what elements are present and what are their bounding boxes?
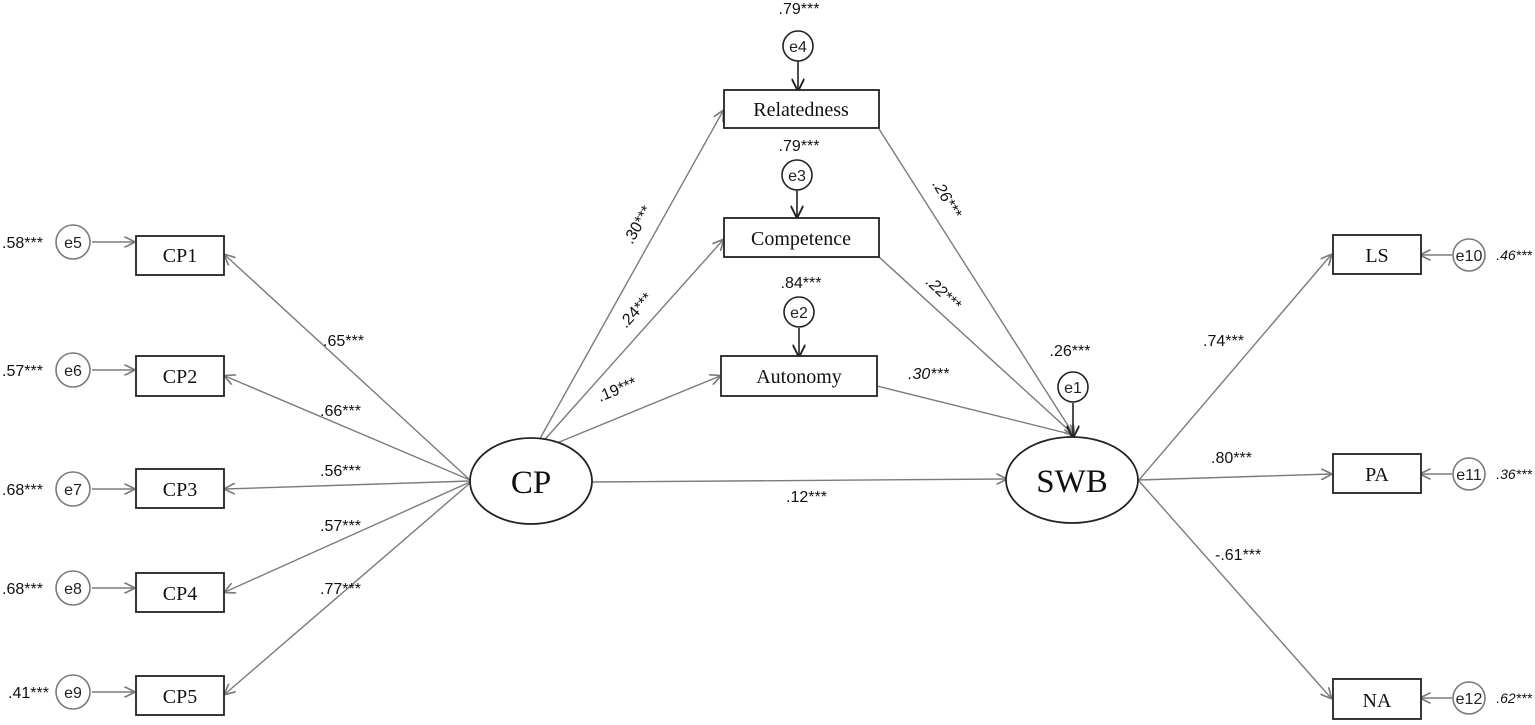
path-cp-relatedness: [527, 111, 723, 461]
pa-box: [1332, 453, 1422, 494]
coef-e3: .79***: [779, 138, 820, 155]
coef-e1: .26***: [1050, 343, 1091, 360]
e11-label: e11: [1456, 467, 1482, 484]
cp4-label: CP4: [163, 583, 197, 605]
coef-e6: .57***: [2, 363, 43, 380]
autonomy-label: Autonomy: [756, 366, 842, 388]
cp3-label: CP3: [163, 479, 197, 501]
coef-e10: .46***: [1496, 247, 1532, 263]
e10-label: e10: [1456, 248, 1483, 265]
coef-cp-competence: .24***: [616, 290, 656, 332]
coef-cp4: .57***: [320, 518, 361, 535]
coef-competence-swb: .22***: [922, 273, 964, 314]
e6-circle: [55, 352, 91, 388]
e11-circle: [1452, 457, 1486, 491]
path-autonomy-swb: [876, 385, 1074, 435]
e4-label: e4: [789, 39, 807, 56]
path-cp-cp5: [225, 482, 471, 694]
e9-circle: [55, 674, 91, 710]
cp2-label: CP2: [163, 366, 197, 388]
cp-label: CP: [511, 465, 551, 501]
path-cp-cp2: [225, 376, 471, 481]
cp2-box: [135, 355, 225, 397]
coef-na: -.61***: [1215, 547, 1261, 564]
e12-circle: [1452, 681, 1486, 715]
e3-circle: [781, 159, 813, 191]
coef-e11: .36***: [1496, 466, 1532, 482]
coef-cp1: .65***: [323, 333, 364, 350]
coef-cp5: .77***: [320, 581, 361, 598]
path-cp-cp3: [225, 480, 471, 489]
ls-label: LS: [1365, 245, 1388, 267]
path-cp-competence: [529, 240, 723, 457]
e2-circle: [783, 296, 815, 328]
competence-box: [723, 217, 880, 258]
path-cp-cp4: [225, 481, 471, 592]
coef-ls: .74***: [1203, 333, 1244, 350]
e4-circle: [782, 30, 814, 62]
path-cp-swb: [591, 479, 1006, 482]
na-box: [1332, 678, 1422, 720]
coef-e5: .58***: [2, 235, 43, 252]
cp5-label: CP5: [163, 686, 197, 708]
e5-circle: [55, 224, 91, 260]
path-swb-pa: [1138, 474, 1331, 481]
e8-label: e8: [64, 581, 82, 598]
path-cp-cp1: [225, 255, 471, 481]
e2-label: e2: [790, 305, 808, 322]
coef-cp-swb: .12***: [786, 489, 827, 506]
path-relatedness-swb: [878, 128, 1074, 435]
coef-e9: .41***: [8, 685, 49, 702]
cp3-box: [135, 468, 225, 509]
coef-cp-autonomy: .19***: [595, 375, 639, 406]
e9-label: e9: [64, 685, 82, 702]
coef-autonomy-swb: .30***: [908, 366, 950, 383]
e7-circle: [55, 471, 91, 507]
cp-latent: [469, 437, 593, 525]
cp4-box: [135, 572, 225, 613]
coef-e7: .68***: [2, 482, 43, 499]
e5-label: e5: [64, 235, 82, 252]
path-swb-ls: [1138, 255, 1331, 481]
e12-label: e12: [1456, 691, 1483, 708]
e6-label: e6: [64, 363, 82, 380]
relatedness-box: [723, 89, 880, 129]
swb-latent: [1005, 436, 1139, 524]
path-cp-autonomy: [534, 376, 720, 453]
coef-e12: .62***: [1496, 690, 1532, 706]
e10-circle: [1452, 238, 1486, 272]
path-competence-swb: [878, 256, 1074, 435]
autonomy-box: [720, 355, 878, 397]
coef-e2: .84***: [781, 275, 822, 292]
na-label: NA: [1363, 690, 1392, 712]
e1-circle: [1057, 371, 1089, 403]
coef-e8: .68***: [2, 581, 43, 598]
competence-label: Competence: [751, 228, 851, 250]
coef-pa: .80***: [1211, 450, 1252, 467]
coef-e4: .79***: [779, 1, 820, 18]
cp1-box: [135, 235, 225, 276]
swb-label: SWB: [1036, 464, 1108, 500]
e3-label: e3: [788, 168, 806, 185]
e8-circle: [55, 570, 91, 606]
cp5-box: [135, 675, 225, 716]
e1-label: e1: [1064, 380, 1082, 397]
path-swb-na: [1138, 480, 1331, 698]
coef-cp3: .56***: [320, 463, 361, 480]
relatedness-label: Relatedness: [753, 99, 849, 121]
coef-cp2: .66***: [320, 403, 361, 420]
ls-box: [1332, 234, 1422, 275]
e7-label: e7: [64, 482, 82, 499]
cp1-label: CP1: [163, 245, 197, 267]
pa-label: PA: [1365, 464, 1389, 486]
